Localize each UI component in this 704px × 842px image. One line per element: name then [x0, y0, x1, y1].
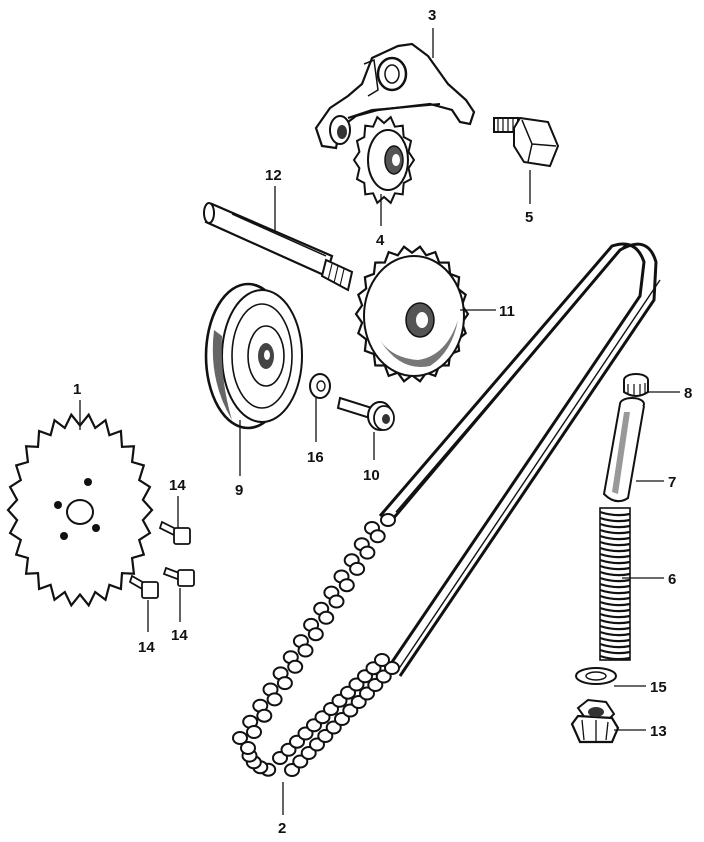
callout-15: 15 — [650, 679, 667, 696]
tensioner-sprocket-part-4 — [352, 115, 416, 205]
spring-coil — [599, 528, 631, 535]
callout-13: 13 — [650, 723, 667, 740]
spring-coil — [599, 588, 631, 595]
spring-coil — [599, 576, 631, 583]
chain-links — [232, 513, 400, 777]
spring-coil — [599, 552, 631, 559]
sealing-bolt-part-13 — [570, 698, 620, 744]
spring-coil — [599, 534, 631, 541]
callout-14-upper: 14 — [169, 477, 186, 494]
chain-link — [318, 610, 335, 625]
spring-part-6 — [599, 507, 631, 661]
callout-4: 4 — [376, 232, 385, 249]
spring-coil — [599, 510, 631, 517]
spring-coil — [599, 582, 631, 589]
spring-coil — [599, 630, 631, 637]
washer-part-16 — [309, 373, 331, 399]
spring-coil — [599, 624, 631, 631]
chain-link — [338, 578, 355, 593]
chain-link — [369, 529, 386, 544]
spring-coil — [599, 558, 631, 565]
pivot-bolt-part-10 — [336, 396, 395, 431]
roller-sprocket-part-11 — [354, 245, 470, 383]
chain-link — [297, 643, 314, 658]
callout-labels: 1 2 3 4 5 6 7 8 9 10 11 12 13 14 14 14 1… — [73, 7, 692, 837]
chain-link — [374, 653, 390, 667]
callout-11: 11 — [499, 303, 515, 320]
sleeve-part-7 — [602, 397, 645, 503]
drive-sprocket-part-1 — [6, 412, 154, 608]
cap-part-8 — [623, 373, 649, 397]
spring-coils — [599, 510, 631, 661]
callout-14-left: 14 — [138, 639, 155, 656]
spring-coil — [599, 648, 631, 655]
spring-coil — [599, 612, 631, 619]
washer-part-15 — [575, 667, 617, 685]
chain-link — [276, 676, 293, 691]
callout-8: 8 — [684, 385, 692, 402]
chain-link — [328, 594, 345, 609]
callout-16: 16 — [307, 449, 324, 466]
callout-5: 5 — [525, 209, 533, 226]
chain-link — [246, 725, 262, 739]
chain-link — [359, 545, 376, 560]
bolt-part-14-left — [128, 574, 159, 599]
spring-coil — [599, 594, 631, 601]
spring-coil — [599, 522, 631, 529]
callout-2: 2 — [278, 820, 286, 837]
spring-coil — [599, 540, 631, 547]
callout-12: 12 — [265, 167, 282, 184]
callout-9: 9 — [235, 482, 243, 499]
chain-link — [240, 741, 256, 755]
spring-coil — [599, 618, 631, 625]
leader-lines — [79, 28, 680, 815]
callout-1: 1 — [73, 381, 81, 398]
shaft-part-12 — [203, 202, 354, 292]
bolt-part-14-upper — [158, 520, 191, 545]
chain-link — [380, 513, 396, 527]
bolt-part-5 — [493, 116, 560, 168]
roller-wheel-part-9 — [204, 282, 303, 430]
chain-link — [287, 659, 304, 674]
chain-link — [232, 731, 248, 745]
tensioner-arm-part-3 — [314, 42, 476, 150]
spring-coil — [599, 570, 631, 577]
spring-coil — [599, 654, 631, 661]
spring-coil — [599, 606, 631, 613]
spring-coil — [599, 642, 631, 649]
spring-coil — [599, 600, 631, 607]
callout-6: 6 — [668, 571, 676, 588]
bolt-part-14-right — [162, 566, 195, 587]
callout-7: 7 — [668, 474, 676, 491]
spring-coil — [599, 516, 631, 523]
chain-link — [266, 692, 283, 707]
chain-link — [307, 627, 324, 642]
chain-link — [384, 661, 400, 675]
spring-coil — [599, 546, 631, 553]
callout-10: 10 — [363, 467, 380, 484]
chain-link — [256, 708, 273, 723]
cam-chain-part-2 — [232, 242, 661, 777]
callout-14-right: 14 — [171, 627, 188, 644]
callout-3: 3 — [428, 7, 436, 24]
spring-coil — [599, 564, 631, 571]
spring-coil — [599, 636, 631, 643]
chain-link — [349, 561, 366, 576]
